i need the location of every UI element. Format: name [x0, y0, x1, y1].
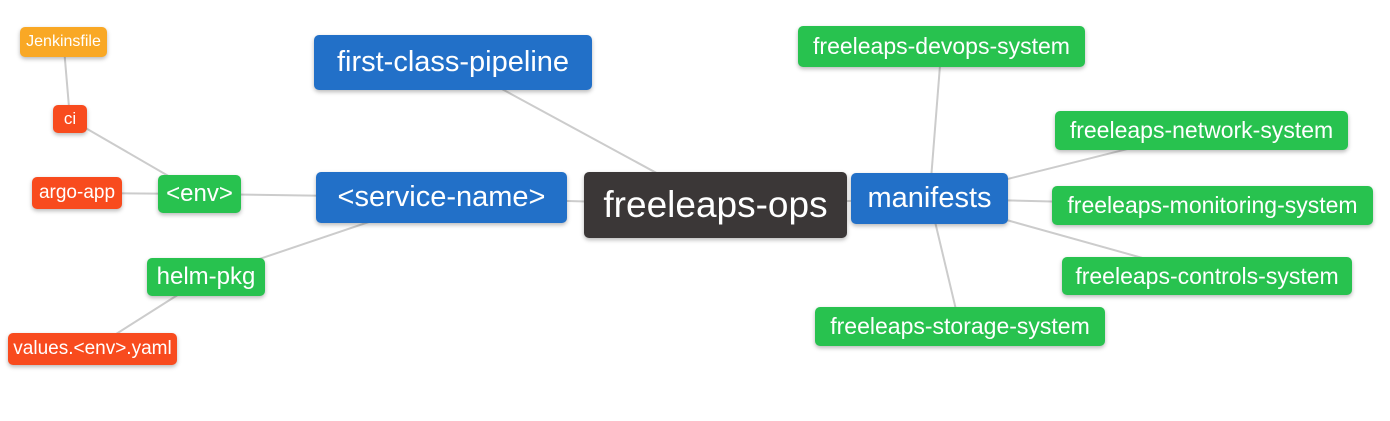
- node-manifests[interactable]: manifests: [851, 173, 1008, 224]
- node-freeleaps-ops[interactable]: freeleaps-ops: [584, 172, 847, 238]
- node-devops-system[interactable]: freeleaps-devops-system: [798, 26, 1085, 67]
- node-service-name[interactable]: <service-name>: [316, 172, 567, 223]
- node-values-env-yaml[interactable]: values.<env>.yaml: [8, 333, 177, 365]
- node-network-system[interactable]: freeleaps-network-system: [1055, 111, 1348, 150]
- node-monitoring-system[interactable]: freeleaps-monitoring-system: [1052, 186, 1373, 225]
- node-helm-pkg[interactable]: helm-pkg: [147, 258, 265, 296]
- node-argo-app[interactable]: argo-app: [32, 177, 122, 209]
- node-controls-system[interactable]: freeleaps-controls-system: [1062, 257, 1352, 295]
- node-jenkinsfile[interactable]: Jenkinsfile: [20, 27, 107, 57]
- node-ci[interactable]: ci: [53, 105, 87, 133]
- node-env[interactable]: <env>: [158, 175, 241, 213]
- node-first-class-pipeline[interactable]: first-class-pipeline: [314, 35, 592, 90]
- node-storage-system[interactable]: freeleaps-storage-system: [815, 307, 1105, 346]
